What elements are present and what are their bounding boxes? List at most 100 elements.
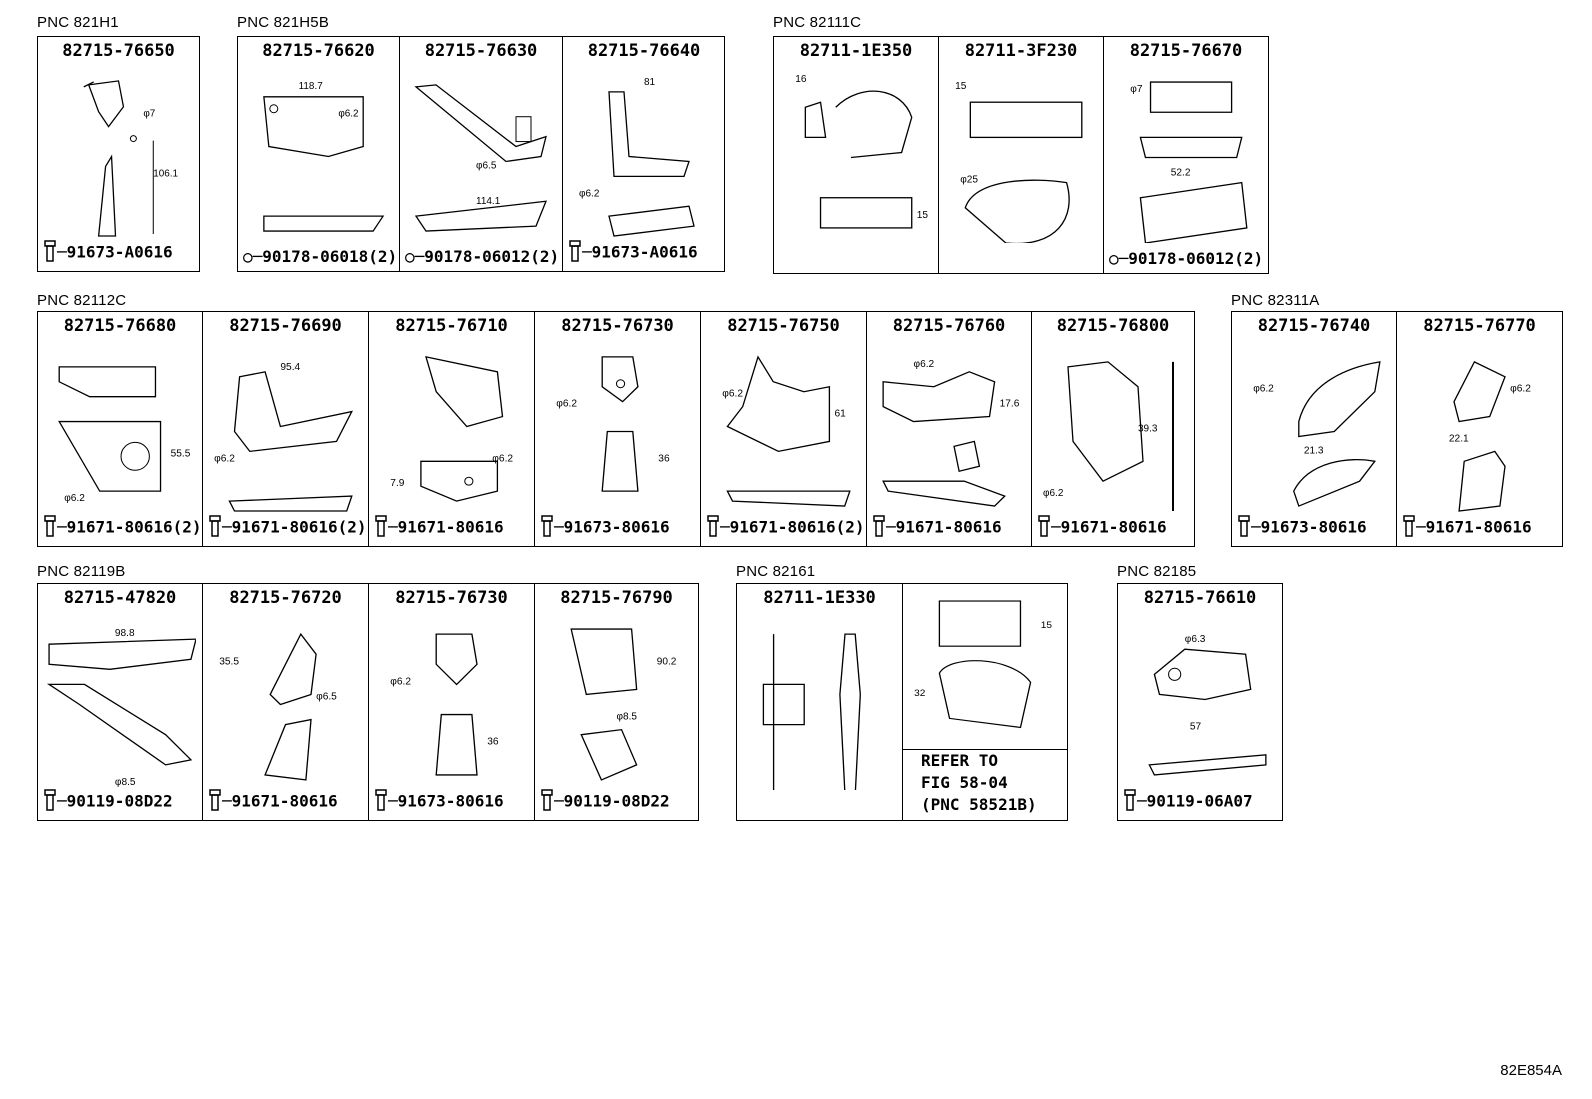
part-number: 82711-1E330 [763, 588, 876, 608]
dim-label: 32 [914, 688, 925, 698]
part-number: 82715-76760 [892, 316, 1006, 336]
part-number: 82715-76620 [262, 41, 375, 61]
part-number: 82715-76640 [587, 41, 701, 61]
part-cell[interactable]: 82715-76680 55.5 φ6.2 ─91671-80616(2) [38, 312, 203, 546]
part-cell[interactable]: 82711-3F230 15 φ25 [939, 37, 1104, 273]
part-number: 82715-76730 [561, 316, 674, 336]
bracket-drawing: φ6.2 17.6 [873, 342, 1025, 516]
dim-label: 81 [644, 77, 656, 88]
part-number: 82715-76770 [1423, 316, 1536, 336]
part-number: 82715-76610 [1143, 588, 1257, 608]
part-number: 82715-76680 [63, 316, 177, 336]
bracket-drawing: 39.3 φ6.2 [1038, 342, 1188, 516]
fastener-callout: ○─90178-06012(2) [1109, 249, 1264, 268]
part-cell[interactable]: 82711-1E350 16 15 [774, 37, 939, 273]
dim-label: φ8.5 [617, 712, 638, 723]
nut-icon: ○ [1109, 249, 1119, 268]
dim-label: 106.1 [153, 168, 178, 179]
clip-drawing: 15 32 [909, 592, 1061, 750]
bracket-drawing: 95.4 φ6.2 [209, 342, 362, 516]
part-cell[interactable]: 82715-76790 90.2 φ8.5 ─90119-08D22 [535, 584, 698, 820]
part-cell[interactable]: 82715-76730 φ6.2 36 ─91673-80616 [369, 584, 535, 820]
pnc-group-box: 82715-76620 118.7 φ6.2 ○─90178-06018(2) … [237, 36, 725, 272]
dim-label: φ6.2 [338, 109, 359, 120]
dim-label: φ6.5 [316, 692, 337, 703]
fastener-callout: ─91673-80616 [540, 515, 670, 541]
part-cell[interactable]: 82715-76800 39.3 φ6.2 ─91671-80616 [1032, 312, 1194, 546]
dim-label: φ7 [1130, 84, 1143, 95]
bolt-icon [1402, 515, 1416, 541]
part-cell[interactable]: 15 32 REFER TO FIG 58-04 (PNC 58521B) [903, 584, 1067, 820]
fastener-callout: ○─90178-06012(2) [405, 247, 560, 266]
dim-label: 39.3 [1138, 424, 1158, 435]
part-cell[interactable]: 82715-76730 φ6.2 36 ─91673-80616 [535, 312, 701, 546]
bolt-icon [540, 789, 554, 815]
pnc-group-box: 82715-47820 98.8 φ8.5 ─90119-08D22 82715… [37, 583, 699, 821]
part-cell[interactable]: 82715-76720 35.5 φ6.5 ─91671-80616 [203, 584, 369, 820]
dim-label: φ8.5 [115, 777, 136, 788]
nut-icon: ○ [243, 247, 253, 266]
fastener-callout: ─91671-80616 [374, 515, 504, 541]
part-cell[interactable]: 82715-76670 φ7 52.2 ○─90178-06012(2) [1104, 37, 1268, 273]
part-cell[interactable]: 82715-76630 φ6.5 114.1 ○─90178-06012(2) [400, 37, 563, 271]
bolt-icon [43, 789, 57, 815]
bracket-drawing: 55.5 φ6.2 [44, 342, 196, 516]
pnc-label: PNC 82161 [736, 563, 816, 580]
bracket-drawing: φ6.5 114.1 [406, 67, 556, 241]
part-cell[interactable]: 82715-47820 98.8 φ8.5 ─90119-08D22 [38, 584, 203, 820]
bracket-drawing: 81 φ6.2 [569, 67, 719, 241]
bracket-drawing: 98.8 φ8.5 [44, 614, 197, 790]
dim-label: φ6.2 [492, 453, 513, 464]
bracket-drawing: 90.2 φ8.5 [541, 614, 692, 790]
part-number: 82715-76650 [62, 41, 175, 61]
bolt-icon [1123, 789, 1137, 815]
part-number: 82715-76710 [395, 316, 508, 336]
part-cell[interactable]: 82715-76750 φ6.2 61 ─91671-80616(2) [701, 312, 867, 546]
part-cell[interactable]: 82715-76690 95.4 φ6.2 ─91671-80616(2) [203, 312, 369, 546]
part-cell[interactable]: 82715-76650 106.1 φ7 ─91673-A0616 [38, 37, 199, 271]
part-cell[interactable]: 82715-76640 81 φ6.2 ─91673-A0616 [563, 37, 725, 271]
bracket-drawing: φ6.2 21.3 [1238, 342, 1390, 516]
dim-label: φ6.2 [390, 676, 411, 687]
pnc-label: PNC 82311A [1231, 292, 1320, 309]
part-cell[interactable]: 82711-1E330 [737, 584, 903, 820]
dim-label: 95.4 [280, 362, 300, 373]
dim-label: φ25 [960, 175, 978, 186]
fastener-callout: ─91671-80616(2) [208, 515, 367, 541]
part-number: 82715-76740 [1257, 316, 1371, 336]
dim-label: φ6.2 [1253, 384, 1274, 395]
figure-id: 82E854A [1500, 1062, 1562, 1079]
dim-label: 15 [917, 210, 929, 221]
dim-label: 15 [955, 81, 967, 92]
part-cell[interactable]: 82715-76710 7.9 φ6.2 ─91671-80616 [369, 312, 535, 546]
bracket-drawing: φ6.3 57 [1124, 614, 1276, 790]
part-number: 82715-76750 [727, 316, 840, 336]
part-cell[interactable]: 82715-76620 118.7 φ6.2 ○─90178-06018(2) [238, 37, 400, 271]
part-number: 82715-76720 [229, 588, 342, 608]
pnc-label: PNC 821H1 [37, 14, 119, 31]
fastener-callout: ─91671-80616(2) [43, 515, 202, 541]
part-cell[interactable]: 82715-76760 φ6.2 17.6 ─91671-80616 [867, 312, 1032, 546]
pnc-label: PNC 82111C [773, 14, 862, 31]
part-number: 82711-3F230 [964, 41, 1078, 61]
dim-label: 36 [487, 737, 499, 748]
bracket-drawing: 35.5 φ6.5 [209, 614, 362, 790]
dim-label: 118.7 [299, 81, 324, 92]
bolt-icon [1237, 515, 1251, 541]
refer-note[interactable]: REFER TO FIG 58-04 (PNC 58521B) [921, 751, 1037, 814]
part-cell[interactable]: 82715-76610 φ6.3 57 ─90119-06A07 [1118, 584, 1282, 820]
divider [903, 749, 1067, 750]
part-cell[interactable]: 82715-76770 φ6.2 22.1 ─91671-80616 [1397, 312, 1562, 546]
pnc-group-box: 82715-76680 55.5 φ6.2 ─91671-80616(2) 82… [37, 311, 1195, 547]
dim-label: φ6.5 [476, 160, 497, 171]
part-number: 82715-76790 [560, 588, 673, 608]
part-number: 82715-76690 [229, 316, 342, 336]
dim-label: 90.2 [657, 656, 677, 667]
bolt-icon [208, 515, 222, 541]
fastener-callout: ─91673-A0616 [568, 240, 698, 266]
dim-label: 16 [795, 74, 807, 85]
bolt-icon [540, 515, 554, 541]
pnc-group-box: 82715-76650 106.1 φ7 ─91673-A0616 [37, 36, 200, 272]
dim-label: 21.3 [1304, 445, 1324, 456]
part-cell[interactable]: 82715-76740 φ6.2 21.3 ─91673-80616 [1232, 312, 1397, 546]
